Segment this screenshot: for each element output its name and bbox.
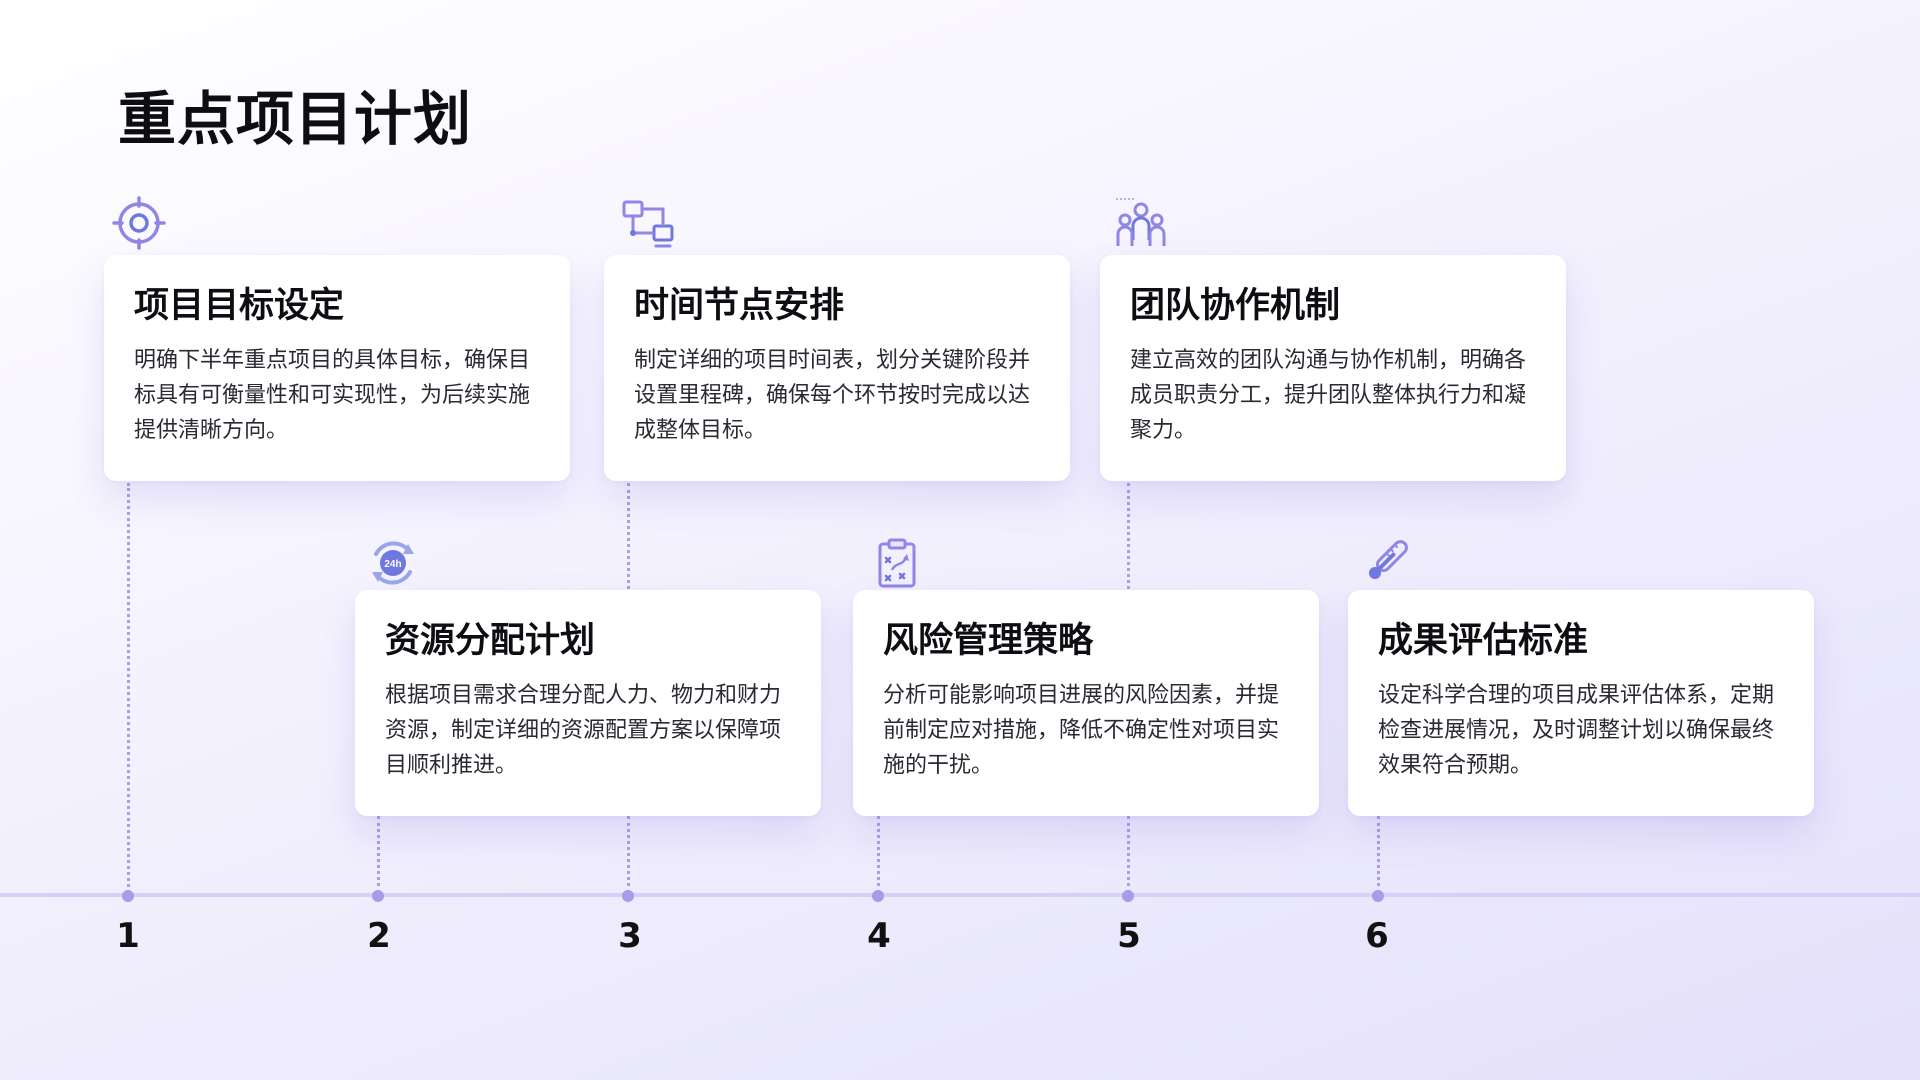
team-icon <box>1114 196 1168 250</box>
connector-3b <box>627 816 630 893</box>
connector-1 <box>127 483 130 893</box>
connector-2 <box>377 816 380 893</box>
timeline-axis <box>0 893 1920 897</box>
card-title: 团队协作机制 <box>1130 286 1341 326</box>
page-title: 重点项目计划 <box>118 85 473 153</box>
workflow-nodes-icon <box>620 198 674 252</box>
card-description: 根据项目需求合理分配人力、物力和财力资源，制定详细的资源配置方案以保障项目顺利推… <box>385 683 782 778</box>
card-description: 制定详细的项目时间表，划分关键阶段并设置里程碑，确保每个环节按时完成以达成整体目… <box>634 348 1031 443</box>
card-title: 资源分配计划 <box>385 621 596 661</box>
step-number-6: 6 <box>1365 916 1389 956</box>
timeline-dot-3 <box>622 890 634 902</box>
strategy-clipboard-icon <box>870 536 924 590</box>
step-number-4: 4 <box>867 916 891 956</box>
svg-text:24h: 24h <box>384 559 401 570</box>
timeline-dot-1 <box>122 890 134 902</box>
connector-3 <box>627 483 630 589</box>
card-risk-management: 风险管理策略 分析可能影响项目进展的风险因素，并提前制定应对措施，降低不确定性对… <box>853 590 1319 816</box>
step-number-2: 2 <box>367 916 391 956</box>
card-project-goal: 项目目标设定 明确下半年重点项目的具体目标，确保目标具有可衡量性和可实现性，为后… <box>104 255 570 481</box>
card-title: 时间节点安排 <box>634 286 845 326</box>
target-icon <box>112 196 166 250</box>
card-description: 明确下半年重点项目的具体目标，确保目标具有可衡量性和可实现性，为后续实施提供清晰… <box>134 348 531 443</box>
connector-5b <box>1127 816 1130 893</box>
card-title: 风险管理策略 <box>883 621 1094 661</box>
step-number-1: 1 <box>116 916 140 956</box>
step-number-3: 3 <box>618 916 642 956</box>
card-result-evaluation: 成果评估标准 设定科学合理的项目成果评估体系，定期检查进展情况，及时调整计划以确… <box>1348 590 1814 816</box>
thermometer-icon <box>1360 534 1414 588</box>
timeline-dot-2 <box>372 890 384 902</box>
card-title: 成果评估标准 <box>1378 621 1589 661</box>
card-timeline-schedule: 时间节点安排 制定详细的项目时间表，划分关键阶段并设置里程碑，确保每个环节按时完… <box>604 255 1070 481</box>
connector-4 <box>877 816 880 893</box>
card-description: 建立高效的团队沟通与协作机制，明确各成员职责分工，提升团队整体执行力和凝聚力。 <box>1130 348 1527 443</box>
24h-cycle-icon: 24h <box>366 536 420 590</box>
timeline-dot-5 <box>1122 890 1134 902</box>
connector-5 <box>1127 483 1130 589</box>
timeline-dot-6 <box>1372 890 1384 902</box>
card-title: 项目目标设定 <box>134 286 345 326</box>
card-description: 分析可能影响项目进展的风险因素，并提前制定应对措施，降低不确定性对项目实施的干扰… <box>883 683 1280 778</box>
card-description: 设定科学合理的项目成果评估体系，定期检查进展情况，及时调整计划以确保最终效果符合… <box>1378 683 1775 778</box>
connector-6 <box>1377 816 1380 893</box>
card-resource-allocation: 资源分配计划 根据项目需求合理分配人力、物力和财力资源，制定详细的资源配置方案以… <box>355 590 821 816</box>
card-team-collaboration: 团队协作机制 建立高效的团队沟通与协作机制，明确各成员职责分工，提升团队整体执行… <box>1100 255 1566 481</box>
step-number-5: 5 <box>1117 916 1141 956</box>
timeline-dot-4 <box>872 890 884 902</box>
